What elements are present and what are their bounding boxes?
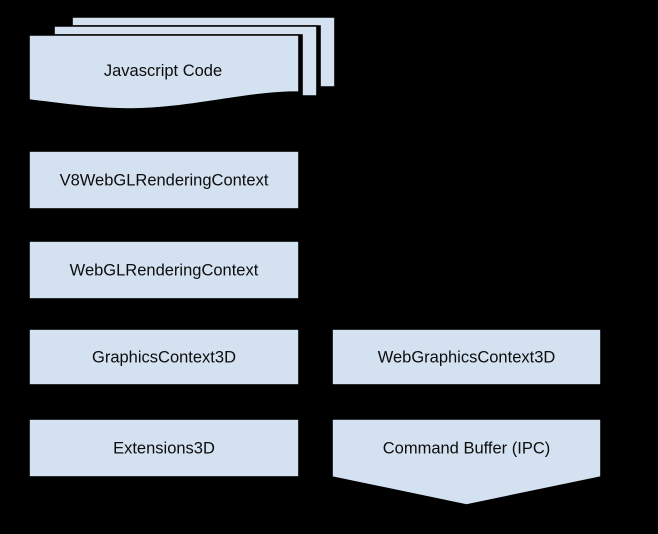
- extensions-3d-box: [28, 418, 300, 478]
- v8-webgl-rendering-context-node: V8WebGLRenderingContext: [28, 150, 300, 210]
- web-graphics-context-3d-node: WebGraphicsContext3D: [331, 328, 602, 386]
- graphics-context-3d-label: GraphicsContext3D: [92, 348, 236, 366]
- command-buffer-ipc-chevron: [331, 418, 602, 506]
- javascript-code-node: Javascript Code: [28, 34, 300, 110]
- webgl-rendering-context-box: [28, 240, 300, 300]
- v8-webgl-rendering-context-label: V8WebGLRenderingContext: [60, 171, 269, 189]
- web-graphics-context-3d-label: WebGraphicsContext3D: [378, 348, 556, 366]
- graphics-context-3d-node: GraphicsContext3D: [28, 328, 300, 386]
- extensions-3d-label: Extensions3D: [113, 439, 215, 457]
- command-buffer-ipc-label: Command Buffer (IPC): [383, 439, 551, 457]
- webgl-rendering-context-label: WebGLRenderingContext: [70, 261, 259, 279]
- v8-webgl-rendering-context-box: [28, 150, 300, 210]
- graphics-context-3d-box: [28, 328, 300, 386]
- webgl-rendering-context-node: WebGLRenderingContext: [28, 240, 300, 300]
- javascript-code-front-sheet: [28, 34, 300, 110]
- extensions-3d-node: Extensions3D: [28, 418, 300, 478]
- javascript-code-label: Javascript Code: [104, 62, 222, 80]
- command-buffer-ipc-node: Command Buffer (IPC): [331, 418, 602, 506]
- web-graphics-context-3d-box: [331, 328, 602, 386]
